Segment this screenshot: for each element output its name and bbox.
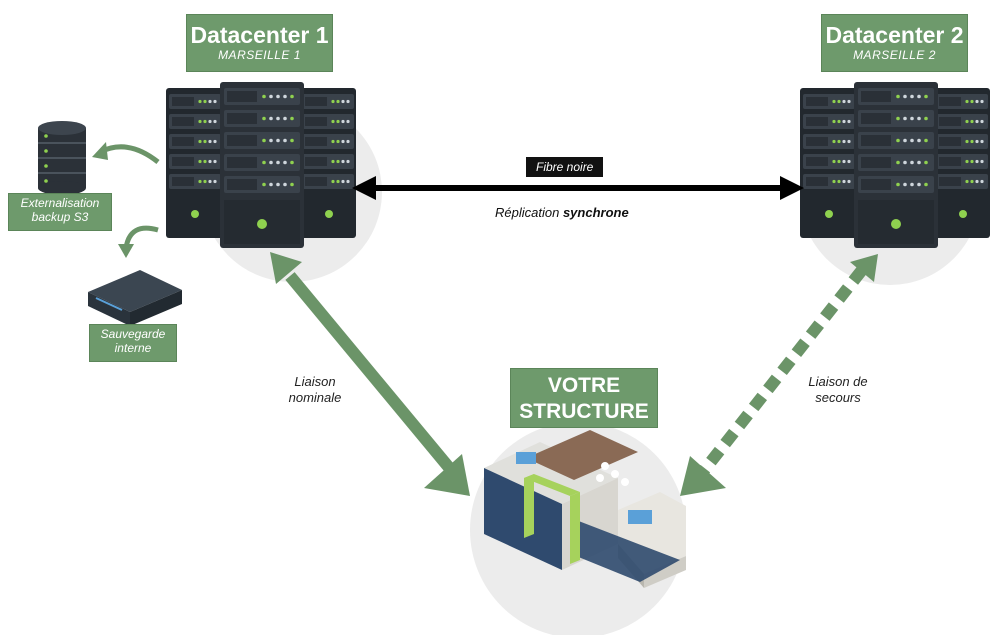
structure-line2: STRUCTURE [519,400,649,423]
replication-emphasis: synchrone [562,205,629,220]
datacenter2-title: Datacenter 2 [825,22,964,48]
backup-link-line2: secours [815,390,861,405]
backup-link-arrow [693,266,867,482]
internal-backup-label: Sauvegarde interne [89,324,177,362]
datacenter1-title: Datacenter 1 [190,22,329,48]
datacenter1-label: Datacenter 1 MARSEILLE 1 [186,14,333,72]
internal-backup-line1: Sauvegarde [100,327,166,341]
arrow-to-s3 [98,144,160,164]
database-icon [38,121,86,195]
backup-s3-line2: backup S3 [31,210,89,224]
backup-link-label: Liaison de secours [796,374,880,406]
nominal-link-line1: Liaison [294,374,336,389]
building-icon [484,430,686,588]
replication-label: Réplication synchrone [495,205,629,220]
backup-s3-line1: Externalisation [20,196,100,210]
internal-backup-line2: interne [114,341,152,355]
datacenter1-subtitle: MARSEILLE 1 [218,48,301,62]
nominal-link-line2: nominale [288,390,342,405]
datacenter2-label: Datacenter 2 MARSEILLE 2 [821,14,968,72]
structure-line1: VOTRE [547,374,621,397]
datacenter2-servers [800,82,990,248]
fibre-label: Fibre noire [526,157,604,177]
replication-prefix: Réplication [495,205,560,220]
structure-label: VOTRE STRUCTURE [510,368,658,428]
datacenter1-servers [166,82,356,248]
datacenter2-subtitle: MARSEILLE 2 [853,48,936,62]
backup-link-line1: Liaison de [808,374,868,389]
nominal-link-arrow [285,272,461,480]
backup-appliance-icon [88,270,182,326]
nominal-link-label: Liaison nominale [282,374,348,406]
backup-s3-label: Externalisation backup S3 [8,193,112,231]
